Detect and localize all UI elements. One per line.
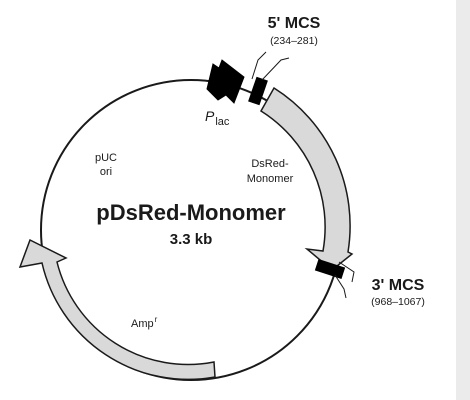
mcs5-label: 5' MCS [268,15,321,32]
plasmid-name: pDsRed-Monomer [96,200,286,225]
mcs5-leader-right [261,57,290,81]
puc-ori-label-line2: ori [100,166,112,178]
amp-resistance-arrow [18,238,216,381]
amp-label: Ampr [131,315,158,330]
diagram-frame: 5' MCS (234–281) 3' MCS (968–1067) Plac … [0,0,456,400]
dsred-label-line1: DsRed- [251,158,289,170]
mcs3-positions: (968–1067) [371,296,425,308]
mcs3-block [314,258,346,280]
mcs5-leader-left [251,51,267,80]
dsred-label-line2: Monomer [247,173,294,185]
mcs5-positions: (234–281) [270,35,318,47]
puc-ori-label-line1: pUC [95,152,117,164]
mcs3-label: 3' MCS [372,277,425,294]
plasmid-map: 5' MCS (234–281) 3' MCS (968–1067) Plac … [18,15,425,381]
mcs3-leader-top [338,261,355,283]
plasmid-size: 3.3 kb [170,231,213,248]
mcs5-block [248,76,268,106]
mcs3-leader-bottom [334,274,347,299]
plac-label: Plac [205,108,230,128]
plac-promoter-arrow [206,59,245,104]
